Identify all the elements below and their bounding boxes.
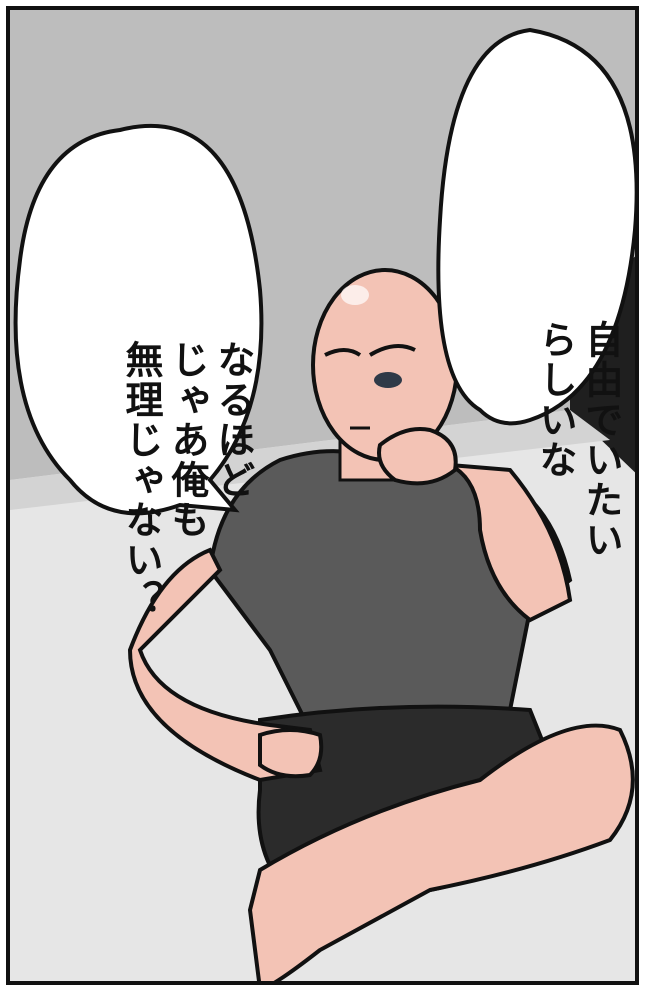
speech-text-left: なるほど じゃあ俺も 無理じゃない？ <box>72 152 302 620</box>
left-eyebrow <box>324 348 362 357</box>
speech-text-right: 自由でいたい らしいな <box>486 132 635 560</box>
eye <box>374 372 402 388</box>
speech-bubble-right <box>436 27 635 426</box>
head-highlight <box>341 285 369 305</box>
speech-left-line-1: なるほど <box>211 340 256 500</box>
speech-right-line-2: らしいな <box>533 320 578 480</box>
speech-left-line-3: 無理じゃない？ <box>119 340 164 620</box>
speech-bubble-left <box>13 123 264 516</box>
fist <box>377 427 458 486</box>
speech-left-line-2: じゃあ俺も <box>165 340 210 540</box>
left-arm <box>127 547 323 783</box>
crossed-leg <box>247 723 635 981</box>
hip-fist <box>258 728 324 779</box>
right-eyebrow <box>368 344 416 357</box>
speech-right-line-1: 自由でいたい <box>579 320 624 560</box>
right-arm <box>449 463 573 623</box>
panel-artwork <box>10 10 635 981</box>
manga-panel: 自由でいたい らしいな なるほど じゃあ俺も 無理じゃない？ <box>6 6 639 985</box>
